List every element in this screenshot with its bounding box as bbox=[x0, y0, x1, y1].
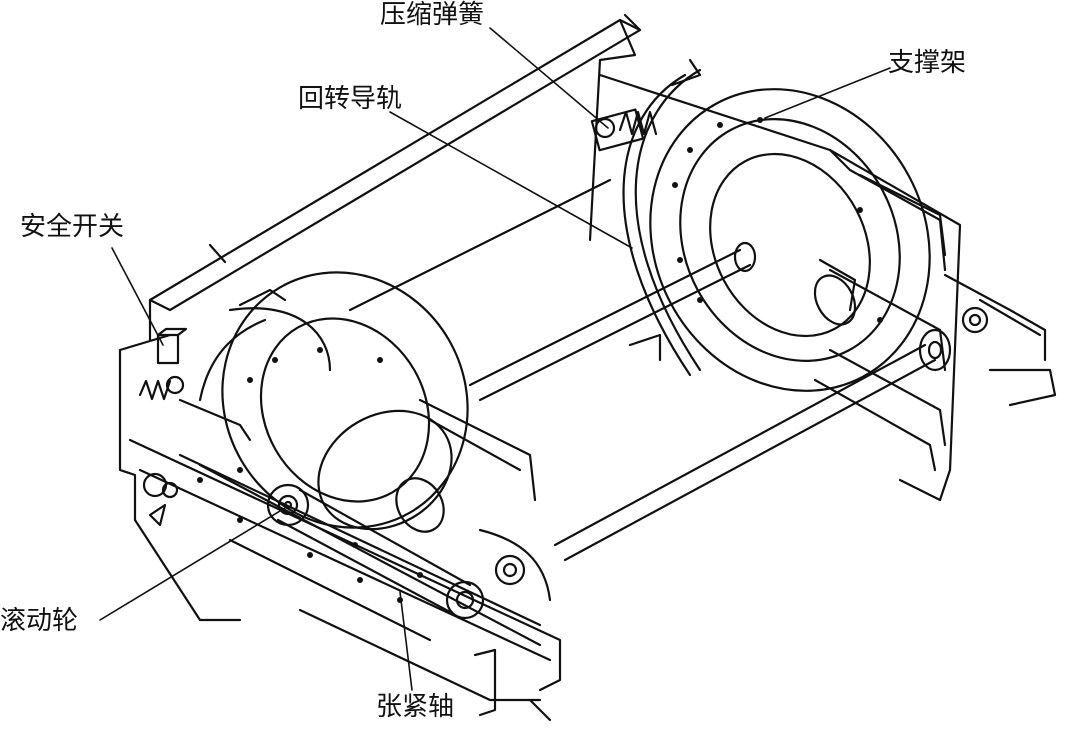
compression-spring-part bbox=[590, 108, 658, 152]
leader-lines bbox=[99, 27, 891, 691]
label-support-frame: 支撑架 bbox=[888, 48, 967, 78]
upper-frame-rail bbox=[148, 13, 642, 342]
safety-switch-part bbox=[138, 327, 252, 442]
connecting-shafts bbox=[348, 178, 952, 562]
label-safety-switch: 安全开关 bbox=[20, 212, 125, 242]
label-compression-spring: 压缩弹簧 bbox=[380, 0, 485, 30]
bolt-holes bbox=[197, 117, 883, 603]
label-tension-shaft: 张紧轴 bbox=[376, 692, 455, 722]
roller-wheel-parts bbox=[266, 483, 526, 620]
lower-beam bbox=[128, 438, 562, 722]
label-rotary-guide-rail: 回转导轨 bbox=[298, 84, 403, 114]
support-frame-left bbox=[118, 271, 537, 533]
rotary-guide-rail-right bbox=[622, 58, 702, 377]
support-frame-right bbox=[598, 73, 1057, 502]
label-roller-wheel: 滚动轮 bbox=[0, 606, 79, 636]
